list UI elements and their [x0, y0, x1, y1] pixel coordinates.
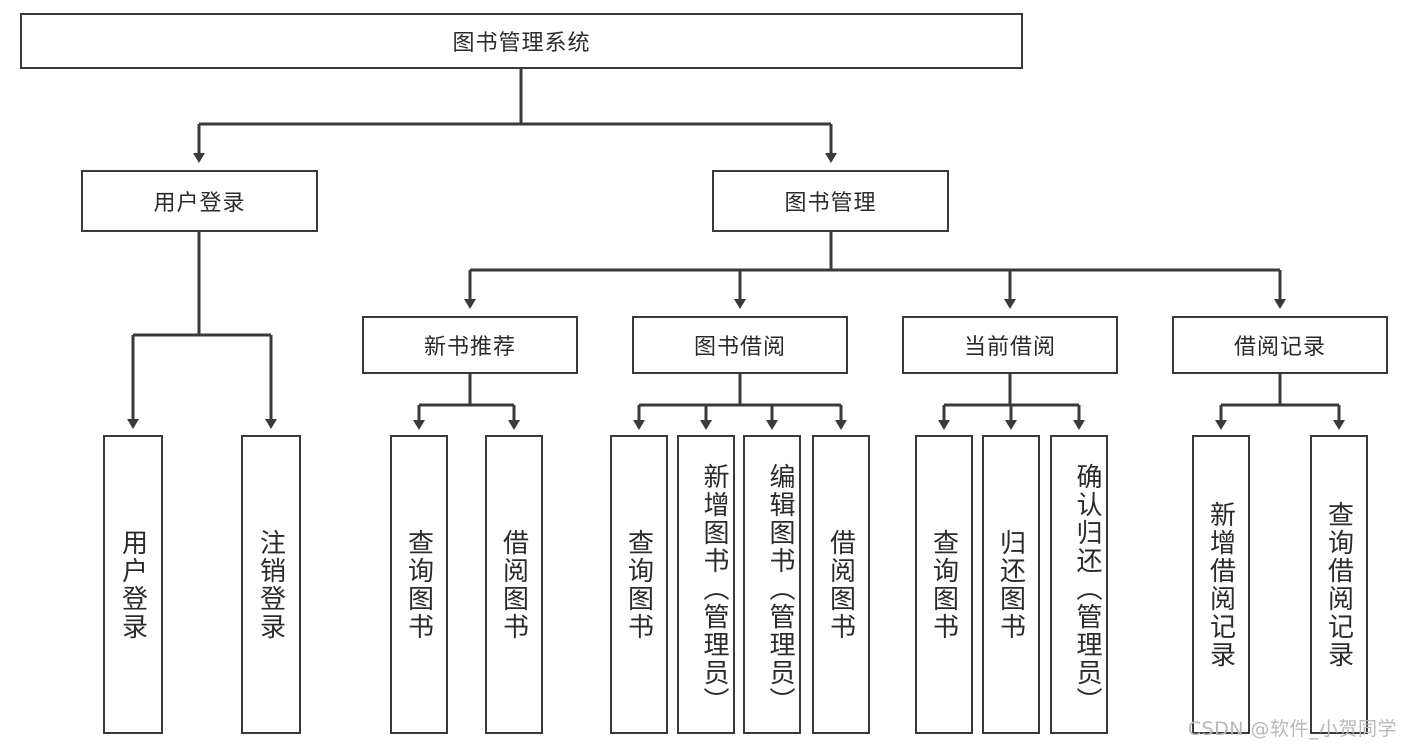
- node-leaf-query-book-1-label: 查询图书: [403, 528, 434, 641]
- node-root[interactable]: 图书管理系统: [20, 13, 1023, 69]
- node-leaf-confirm-return-label: 确认归还（管理员）: [1072, 462, 1102, 715]
- node-leaf-edit-book-label: 编辑图书（管理员）: [765, 462, 795, 715]
- node-leaf-borrow-book-2[interactable]: 借阅图书: [812, 435, 870, 734]
- node-leaf-borrow-book-1[interactable]: 借阅图书: [485, 435, 543, 734]
- node-borrow-record[interactable]: 借阅记录: [1172, 316, 1388, 374]
- node-new-book-recommend[interactable]: 新书推荐: [362, 316, 578, 374]
- node-current-borrow-label: 当前借阅: [963, 335, 1056, 360]
- node-leaf-user-login-label: 用户登录: [117, 528, 148, 641]
- node-book-manage-label: 图书管理: [784, 191, 877, 216]
- node-borrow-record-label: 借阅记录: [1233, 335, 1326, 360]
- node-new-book-recommend-label: 新书推荐: [423, 335, 516, 360]
- node-leaf-return-book-label: 归还图书: [995, 528, 1026, 641]
- node-leaf-query-book-1[interactable]: 查询图书: [390, 435, 448, 734]
- node-leaf-logout[interactable]: 注销登录: [241, 435, 301, 734]
- node-leaf-user-login[interactable]: 用户登录: [103, 435, 163, 734]
- node-leaf-add-book[interactable]: 新增图书（管理员）: [677, 435, 735, 734]
- node-leaf-query-book-3[interactable]: 查询图书: [915, 435, 973, 734]
- node-leaf-borrow-book-2-label: 借阅图书: [825, 528, 856, 641]
- node-leaf-query-record-label: 查询借阅记录: [1323, 500, 1354, 669]
- node-leaf-logout-label: 注销登录: [255, 528, 286, 641]
- node-leaf-add-record[interactable]: 新增借阅记录: [1192, 435, 1250, 734]
- node-leaf-add-record-label: 新增借阅记录: [1205, 500, 1236, 669]
- node-leaf-query-record[interactable]: 查询借阅记录: [1310, 435, 1368, 734]
- node-user-login-label: 用户登录: [153, 191, 246, 216]
- node-book-manage[interactable]: 图书管理: [712, 170, 949, 232]
- node-book-borrow[interactable]: 图书借阅: [632, 316, 848, 374]
- csdn-watermark: CSDN @软件_小贺同学: [1187, 718, 1397, 740]
- node-leaf-borrow-book-1-label: 借阅图书: [498, 528, 529, 641]
- node-book-borrow-label: 图书借阅: [693, 335, 786, 360]
- node-leaf-add-book-label: 新增图书（管理员）: [699, 462, 729, 715]
- node-leaf-return-book[interactable]: 归还图书: [982, 435, 1040, 734]
- node-leaf-query-book-3-label: 查询图书: [928, 528, 959, 641]
- node-leaf-edit-book[interactable]: 编辑图书（管理员）: [743, 435, 801, 734]
- node-current-borrow[interactable]: 当前借阅: [902, 316, 1118, 374]
- node-root-label: 图书管理系统: [452, 31, 591, 56]
- node-leaf-query-book-2[interactable]: 查询图书: [610, 435, 668, 734]
- node-user-login[interactable]: 用户登录: [81, 170, 318, 232]
- node-leaf-confirm-return[interactable]: 确认归还（管理员）: [1050, 435, 1108, 734]
- node-leaf-query-book-2-label: 查询图书: [623, 528, 654, 641]
